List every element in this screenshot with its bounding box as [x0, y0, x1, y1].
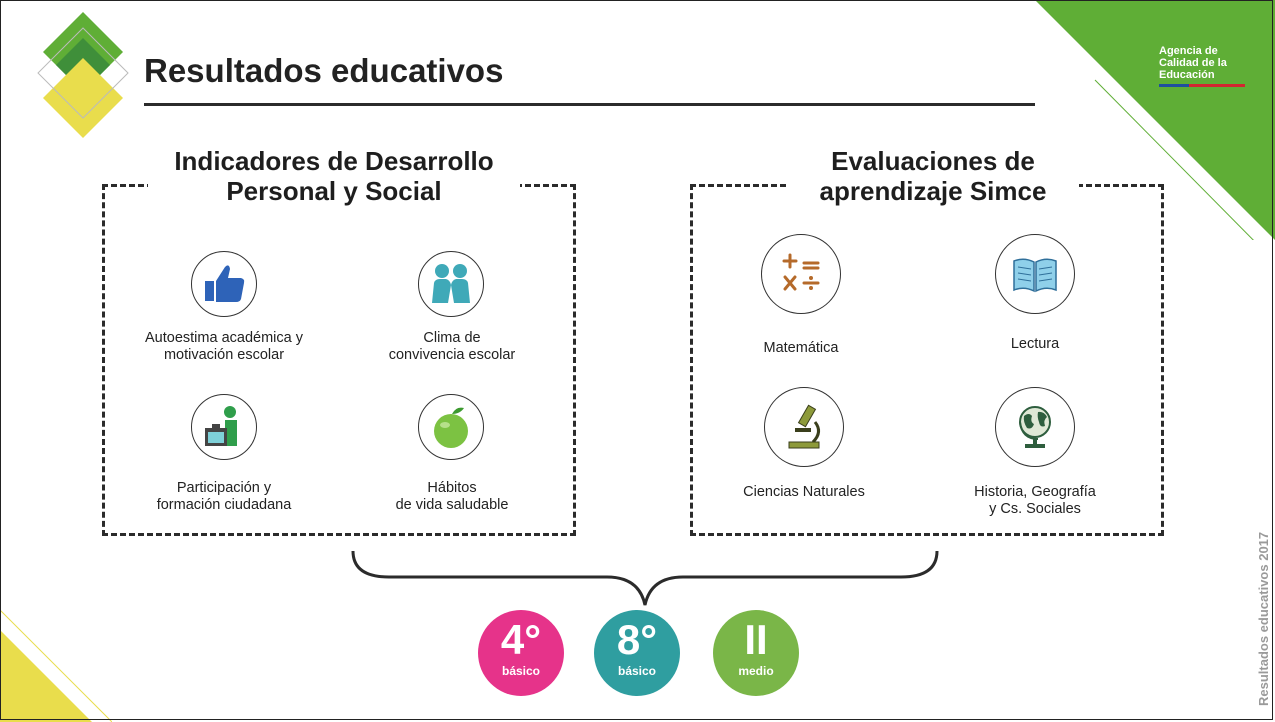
level-number: 4° — [500, 616, 542, 663]
level-number: 8° — [616, 616, 658, 663]
subject-label: Ciencias Naturales — [724, 484, 884, 501]
left-section-title: Indicadores de Desarrollo Personal y Soc… — [148, 146, 520, 206]
level-number: II — [744, 616, 768, 663]
level-badge-8-basico: 8° básico — [594, 610, 680, 696]
indicator-icon-circle — [418, 394, 484, 460]
indicator-label-line2: formación ciudadana — [156, 497, 292, 513]
bottom-left-triangle-decoration — [0, 610, 112, 722]
curly-brace-connector — [351, 550, 939, 606]
indicator-label-line2: convivencia escolar — [388, 347, 516, 363]
vertical-footer-text: Resultados educativos 2017 — [1256, 531, 1271, 706]
subject-icon-circle — [761, 234, 841, 314]
left-section-title-line2: Personal y Social — [226, 176, 442, 206]
right-section-title: Evaluaciones de aprendizaje Simce — [787, 146, 1079, 206]
agency-logo-line3: Educación — [1159, 69, 1215, 81]
level-label: medio — [738, 664, 774, 678]
agency-logo-line1: Agencia de — [1159, 45, 1218, 57]
apple-icon — [434, 407, 468, 448]
subject-label-line1: Lectura — [1010, 336, 1060, 352]
two-people-icon — [432, 264, 470, 303]
right-section-title-line1: Evaluaciones de — [831, 146, 1035, 176]
indicator-label-line1: Participación y — [176, 480, 272, 496]
subject-label-line1: Matemática — [763, 340, 839, 356]
indicator-icon-circle — [418, 251, 484, 317]
subject-label-line1: Ciencias Naturales — [743, 484, 865, 500]
subject-label-line1: Historia, Geografía — [974, 484, 1096, 500]
subject-label: Lectura — [965, 336, 1105, 353]
indicator-label-line1: Hábitos — [427, 480, 477, 496]
level-badge-ii-medio: II medio — [713, 610, 799, 696]
agency-logo-line2: Calidad de la — [1159, 57, 1227, 69]
subject-icon-circle — [995, 234, 1075, 314]
top-left-diamond-decoration — [37, 12, 129, 138]
agency-logo: Agencia de Calidad de la Educación — [1159, 45, 1245, 87]
ballot-box-icon — [205, 406, 237, 446]
subject-icon-circle — [764, 387, 844, 467]
subject-label: Matemática — [731, 340, 871, 357]
thumbs-up-icon — [205, 265, 245, 302]
top-right-triangle-decoration — [1035, 0, 1275, 240]
left-section-title-line1: Indicadores de Desarrollo — [174, 146, 494, 176]
open-book-icon — [1013, 258, 1057, 293]
math-operators-icon — [782, 253, 820, 291]
globe-icon — [1019, 406, 1051, 448]
subject-label: Historia, Geografía y Cs. Sociales — [955, 484, 1115, 518]
subject-icon-circle — [995, 387, 1075, 467]
right-section-title-line2: aprendizaje Simce — [819, 176, 1047, 206]
subject-label-line2: y Cs. Sociales — [989, 501, 1081, 517]
indicator-label: Clima de convivencia escolar — [357, 330, 547, 364]
indicator-label: Participación y formación ciudadana — [134, 480, 314, 514]
indicator-icon-circle — [191, 394, 257, 460]
level-label: básico — [501, 664, 540, 678]
indicator-label-line2: de vida saludable — [395, 497, 509, 513]
level-badge-4-basico: 4° básico — [478, 610, 564, 696]
indicator-label-line1: Clima de — [423, 330, 481, 346]
indicator-label: Hábitos de vida saludable — [367, 480, 537, 514]
page-title: Resultados educativos — [144, 52, 504, 89]
indicator-label: Autoestima académica y motivación escola… — [124, 330, 324, 364]
indicator-label-line2: motivación escolar — [163, 347, 285, 363]
indicator-icon-circle — [191, 251, 257, 317]
level-label: básico — [617, 664, 656, 678]
title-underline — [144, 103, 1035, 106]
agency-logo-flag-stripe — [1159, 84, 1245, 87]
indicator-label-line1: Autoestima académica y — [145, 330, 303, 346]
microscope-icon — [788, 404, 820, 449]
